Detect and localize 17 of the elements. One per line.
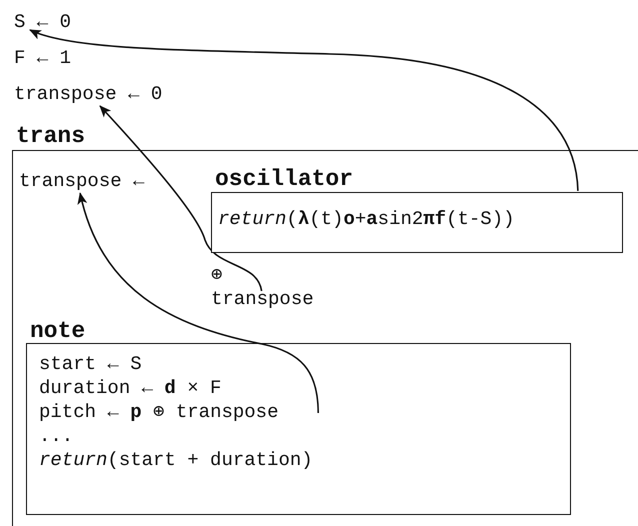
- arrow: [78, 192, 319, 414]
- code-line: ...: [39, 424, 74, 448]
- block-title: note: [30, 319, 86, 343]
- arrow: [29, 29, 579, 192]
- block-title: oscillator: [215, 167, 354, 191]
- block-title: trans: [16, 124, 86, 148]
- code-line: transpose ←: [19, 169, 146, 193]
- code-line: duration ← d × F: [39, 376, 222, 400]
- code-line: pitch ← p ⊕ transpose: [39, 400, 280, 424]
- code-line: S ← 0: [14, 10, 72, 34]
- code-line: ⊕ transpose: [211, 263, 315, 311]
- code-line: F ← 1: [14, 46, 72, 70]
- code-line: return(start + duration): [39, 448, 314, 472]
- arrow: [99, 105, 262, 292]
- code-line: start ← S: [39, 352, 143, 376]
- code-line: return(λ(t)o+asin2πf(t-S)): [218, 207, 516, 231]
- code-line: transpose ← 0: [14, 82, 164, 106]
